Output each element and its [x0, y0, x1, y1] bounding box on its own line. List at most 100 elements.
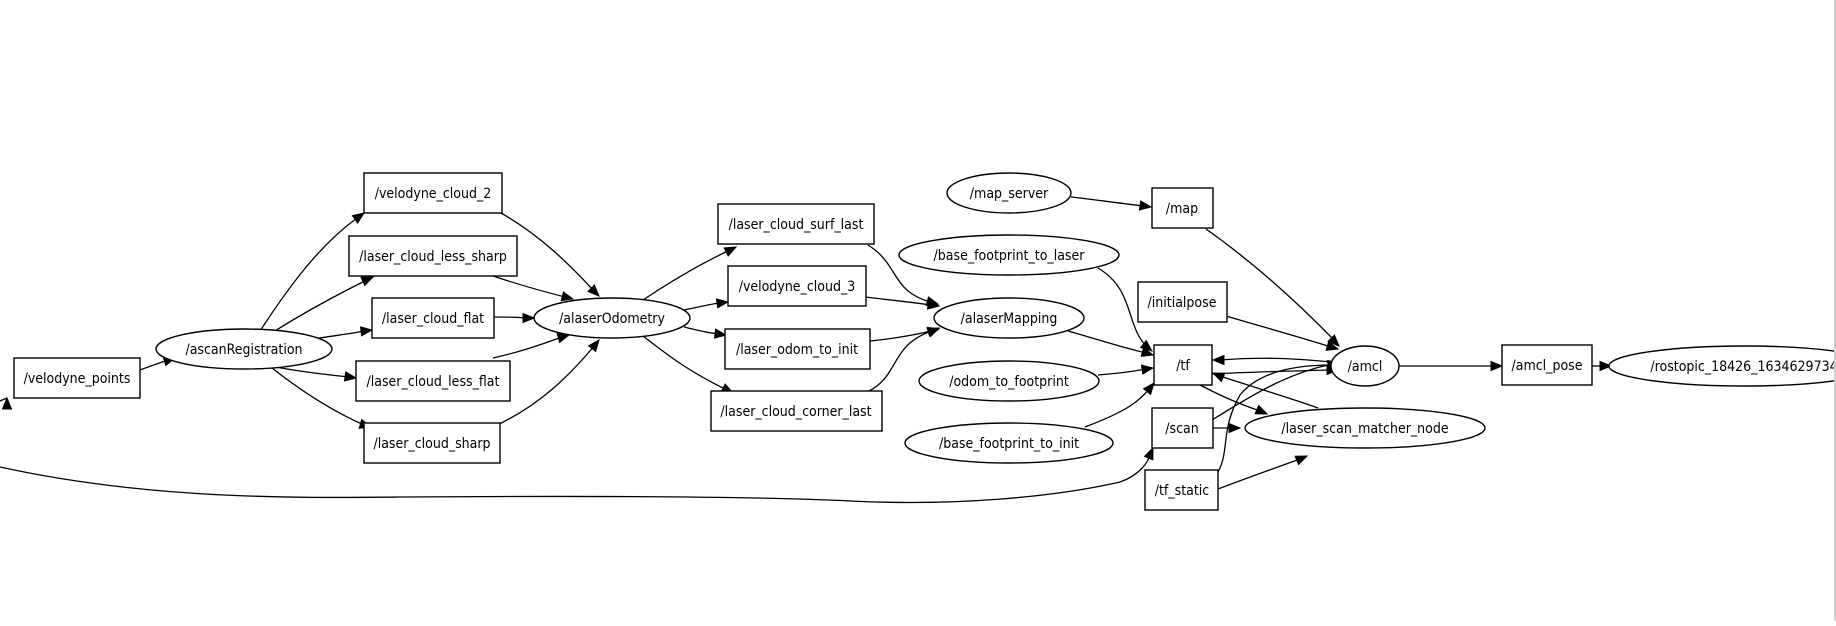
- edge-offscreen-to-scan: [0, 446, 1154, 504]
- node-laser_scan_matcher_node-label: /laser_scan_matcher_node: [1281, 421, 1448, 437]
- topic-initialpose-label: /initialpose: [1148, 295, 1217, 311]
- topic-laser_cloud_flat-label: /laser_cloud_flat: [382, 311, 484, 327]
- edge-line: [500, 212, 595, 292]
- arrowhead-icon: [1325, 340, 1340, 351]
- edge-tf-to-laser_scan_matcher_node: [1211, 372, 1319, 409]
- edge-laser_cloud_flat-to-alaserOdometry: [492, 275, 575, 302]
- edges-layer: [0, 196, 1613, 504]
- arrowhead-icon: [1490, 360, 1504, 372]
- topic-laser_cloud_flat[interactable]: /laser_cloud_flat: [371, 297, 495, 339]
- edge-base_footprint_to_init-to-tf: [1097, 364, 1155, 376]
- edge-line: [1217, 364, 1333, 473]
- arrowhead-icon: [1228, 422, 1242, 434]
- edge-base_footprint_to_laser-to-tf: [1070, 196, 1153, 211]
- topic-map[interactable]: /map: [1151, 187, 1214, 229]
- edge-alaserOdometry-to-laser_odom_to_init: [683, 298, 730, 311]
- edge-line: [869, 330, 932, 342]
- topic-laser_cloud_corner_last-label: /laser_cloud_corner_last: [720, 404, 871, 420]
- scrollbar[interactable]: [1834, 0, 1836, 621]
- edge-line: [1067, 330, 1147, 354]
- edge-line: [1217, 458, 1301, 490]
- arrowhead-icon: [351, 212, 366, 224]
- edge-ascanRegistration-to-laser_cloud_flat: [274, 276, 375, 332]
- arrowhead-icon: [713, 328, 728, 339]
- topic-laser_cloud_sharp[interactable]: /laser_cloud_sharp: [363, 422, 501, 464]
- arrowhead-icon: [715, 298, 730, 309]
- edge-laser_cloud_surf_last-to-alaserMapping: [642, 335, 735, 394]
- topic-velodyne_points-label: /velodyne_points: [24, 371, 131, 387]
- topic-velodyne_cloud_3[interactable]: /velodyne_cloud_3: [727, 265, 867, 307]
- node-base_footprint_to_laser[interactable]: /base_footprint_to_laser: [898, 234, 1120, 276]
- edge-map_server-to-map: [868, 327, 941, 392]
- topic-laser_cloud_sharp-label: /laser_cloud_sharp: [373, 436, 490, 452]
- node-base_footprint_to_laser-label: /base_footprint_to_laser: [934, 248, 1086, 264]
- edge-line: [1097, 267, 1148, 348]
- node-odom_to_footprint[interactable]: /odom_to_footprint: [918, 360, 1100, 402]
- arrowhead-icon: [522, 312, 536, 324]
- arrowhead-icon: [1599, 360, 1613, 372]
- arrowhead-icon: [1294, 455, 1309, 466]
- edge-line: [492, 275, 566, 298]
- edge-amcl-to-amcl_pose: [1217, 455, 1309, 490]
- edge-alaserOdometry-to-laser_cloud_corner_last: [683, 326, 728, 339]
- node-map_server[interactable]: /map_server: [946, 172, 1072, 214]
- edge-ascanRegistration-to-laser_cloud_sharp: [270, 365, 358, 382]
- nodes-layer: /ascanRegistration /alaserOdometry /alas…: [13, 172, 1836, 511]
- edge-tf_static-to-amcl: [1213, 422, 1242, 434]
- topic-velodyne_cloud_3-label: /velodyne_cloud_3: [739, 279, 856, 295]
- arrowhead-icon: [343, 371, 358, 382]
- arrowhead-icon: [560, 291, 575, 302]
- node-amcl[interactable]: /amcl: [1330, 345, 1400, 387]
- arrowhead-icon: [556, 333, 571, 344]
- topic-laser_cloud_surf_last[interactable]: /laser_cloud_surf_last: [717, 203, 875, 245]
- topic-scan[interactable]: /scan: [1151, 407, 1214, 449]
- topic-amcl_pose-label: /amcl_pose: [1512, 358, 1583, 374]
- topic-laser_cloud_less_flat[interactable]: /laser_cloud_less_flat: [355, 360, 511, 402]
- node-alaserMapping[interactable]: /alaserMapping: [933, 297, 1085, 339]
- edge-line: [1211, 363, 1333, 421]
- edge-laser_cloud_sharp-to-alaserOdometry: [492, 333, 571, 359]
- arrowhead-icon: [1140, 364, 1155, 375]
- topic-laser_cloud_corner_last[interactable]: /laser_cloud_corner_last: [710, 390, 883, 432]
- node-alaserOdometry[interactable]: /alaserOdometry: [533, 297, 691, 339]
- edge-amcl_pose-to-rostopic: [1399, 360, 1504, 372]
- arrowhead-icon: [360, 276, 375, 287]
- edge-line: [1205, 228, 1336, 342]
- node-rostopic[interactable]: /rostopic_18426_1634629734: [1608, 345, 1836, 387]
- topic-tf_static[interactable]: /tf_static: [1144, 469, 1219, 511]
- node-ascanRegistration[interactable]: /ascanRegistration: [155, 328, 333, 370]
- edge-line: [868, 330, 933, 392]
- topic-laser_odom_to_init[interactable]: /laser_odom_to_init: [724, 328, 871, 370]
- edge-line: [683, 326, 719, 335]
- edge-line: [271, 367, 365, 426]
- edge-line: [493, 316, 527, 319]
- arrowhead-icon: [1211, 354, 1225, 366]
- node-amcl-label: /amcl: [1348, 359, 1383, 375]
- topic-amcl_pose[interactable]: /amcl_pose: [1501, 344, 1593, 386]
- arrowhead-icon: [587, 338, 600, 353]
- topic-velodyne_points[interactable]: /velodyne_points: [13, 357, 141, 399]
- edge-offscreen-to-velodyne_points: [1592, 360, 1613, 372]
- node-base_footprint_to_init[interactable]: /base_footprint_to_init: [904, 422, 1114, 464]
- edge-line: [1219, 357, 1332, 363]
- topic-initialpose[interactable]: /initialpose: [1137, 281, 1228, 323]
- edge-line: [274, 279, 368, 332]
- edge-line: [492, 336, 563, 359]
- node-odom_to_footprint-label: /odom_to_footprint: [949, 374, 1069, 390]
- topic-tf[interactable]: /tf: [1153, 344, 1213, 386]
- edge-odom_to_footprint-to-tf: [1067, 330, 1155, 357]
- edge-line: [1084, 387, 1151, 428]
- edge-line: [496, 344, 596, 426]
- node-map_server-label: /map_server: [970, 186, 1049, 202]
- edge-laser_scan_matcher_node-to-tf: [1211, 354, 1332, 366]
- arrowhead-icon: [1, 396, 13, 410]
- edge-laser_cloud_less_flat-to-alaserOdometry: [493, 312, 536, 324]
- topic-laser_cloud_less_sharp[interactable]: /laser_cloud_less_sharp: [348, 235, 518, 277]
- arrowhead-icon: [359, 326, 374, 337]
- topic-velodyne_cloud_2[interactable]: /velodyne_cloud_2: [363, 172, 503, 214]
- arrowhead-icon: [1327, 334, 1340, 347]
- node-laser_scan_matcher_node[interactable]: /laser_scan_matcher_node: [1244, 407, 1486, 449]
- edge-ascanRegistration-to-laser_cloud_less_sharp: [259, 212, 366, 332]
